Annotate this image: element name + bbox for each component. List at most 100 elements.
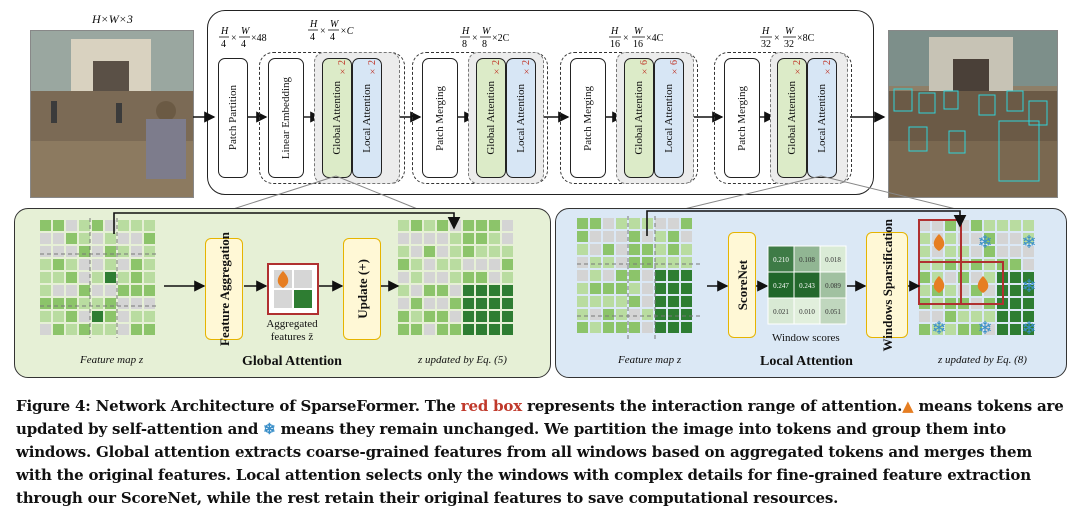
token-cell <box>616 231 627 242</box>
token-cell <box>40 311 51 322</box>
token-cell <box>603 218 614 229</box>
token-cell <box>489 285 500 296</box>
token-cell <box>66 272 77 283</box>
dim-fraction-4: H 16 × W 16 ×4C <box>609 26 664 50</box>
linear-embedding-label: Linear Embedding <box>280 76 292 160</box>
stage4-ga-multiplier: ×2 <box>792 60 803 76</box>
svg-text:×: × <box>774 33 780 44</box>
token-cell <box>40 233 51 244</box>
stage1-global-attention-label: Global Attention <box>331 81 343 155</box>
token-cell <box>450 220 461 231</box>
caption-part3: means they remain unchanged. We partitio… <box>16 420 1033 507</box>
token-cell <box>958 233 969 244</box>
token-cell <box>616 270 627 281</box>
svg-text:W: W <box>482 26 492 37</box>
token-cell <box>919 220 930 231</box>
svg-text:×2C: ×2C <box>492 33 510 44</box>
token-cell <box>577 231 588 242</box>
token-cell <box>463 259 474 270</box>
feature-aggregation-block: Feature Aggregation <box>205 232 243 346</box>
global-attention-title: Global Attention <box>242 354 342 369</box>
dim1-b2: 4 <box>241 39 246 50</box>
token-cell <box>502 259 513 270</box>
score-cell <box>793 297 821 325</box>
token-cell <box>603 244 614 255</box>
flame-icon <box>933 234 945 251</box>
token-cell <box>1010 272 1021 283</box>
token-cell <box>92 246 103 257</box>
caption-part1: represents the interaction range of atte… <box>521 397 903 415</box>
snowflake-icon: ❄ <box>977 318 992 339</box>
token-cell <box>1010 285 1021 296</box>
token-cell <box>105 324 116 335</box>
token-cell <box>1023 259 1034 270</box>
dim-label-3: H 8 × W 8 ×2C <box>458 22 518 59</box>
input-photo-art <box>31 31 193 197</box>
stage1-local-attention: Local Attention <box>352 58 382 178</box>
token-cell <box>681 296 692 307</box>
token-cell <box>668 270 679 281</box>
token-cell <box>40 272 51 283</box>
token-cell <box>66 259 77 270</box>
token-cell <box>66 246 77 257</box>
stage4-la-multiplier: ×2 <box>822 60 833 76</box>
token-cell <box>105 246 116 257</box>
svg-text:W: W <box>785 26 795 37</box>
token-cell <box>66 298 77 309</box>
token-cell <box>1023 220 1034 231</box>
token-cell <box>1010 298 1021 309</box>
input-image <box>30 30 194 198</box>
token-cell <box>79 272 90 283</box>
dim1-t1: H <box>220 26 229 37</box>
score-value: 0.247 <box>773 282 789 290</box>
stage1-ga-multiplier: ×2 <box>337 60 348 76</box>
token-cell <box>144 285 155 296</box>
token-cell <box>616 283 627 294</box>
stage4-patch-merging: Patch Merging <box>724 58 760 178</box>
token-cell <box>53 311 64 322</box>
token-cell <box>971 311 982 322</box>
token-cell <box>642 309 653 320</box>
token-cell <box>629 257 640 268</box>
token-cell <box>53 285 64 296</box>
dim-fraction-2: H 4 × W 4 ×C <box>308 19 354 43</box>
dim-label-5: H 32 × W 32 ×8C <box>758 22 822 59</box>
token-cell <box>437 285 448 296</box>
token-cell <box>958 246 969 257</box>
token-cell <box>603 270 614 281</box>
windows-sparsification-block: Windows Sparsification <box>866 219 908 351</box>
score-value: 0.108 <box>799 256 815 264</box>
token-cell <box>616 218 627 229</box>
token-cell <box>437 272 448 283</box>
token-cell <box>958 259 969 270</box>
flame-icon <box>977 276 989 293</box>
stage1-global-attention: Global Attention <box>322 58 352 178</box>
token-cell <box>616 244 627 255</box>
token-cell <box>577 218 588 229</box>
score-cell <box>767 271 795 299</box>
token-cell <box>118 285 129 296</box>
token-cell <box>668 244 679 255</box>
token-cell <box>411 246 422 257</box>
scorenet-label: ScoreNet <box>734 259 750 311</box>
token-cell <box>577 257 588 268</box>
token-cell <box>919 311 930 322</box>
caption-red-box: red box <box>460 397 522 415</box>
token-cell <box>489 233 500 244</box>
token-cell <box>424 246 435 257</box>
token-cell <box>424 311 435 322</box>
token-cell <box>411 285 422 296</box>
svg-text:8: 8 <box>462 39 467 50</box>
score-cell <box>793 271 821 299</box>
token-cell <box>997 311 1008 322</box>
token-cell <box>105 259 116 270</box>
token-cell <box>105 285 116 296</box>
svg-text:×4C: ×4C <box>646 33 664 44</box>
token-cell <box>502 311 513 322</box>
output-photo-art <box>889 31 1057 197</box>
token-cell <box>642 257 653 268</box>
token-cell <box>118 233 129 244</box>
token-cell <box>577 296 588 307</box>
score-value: 0.010 <box>799 308 815 316</box>
token-cell <box>590 270 601 281</box>
